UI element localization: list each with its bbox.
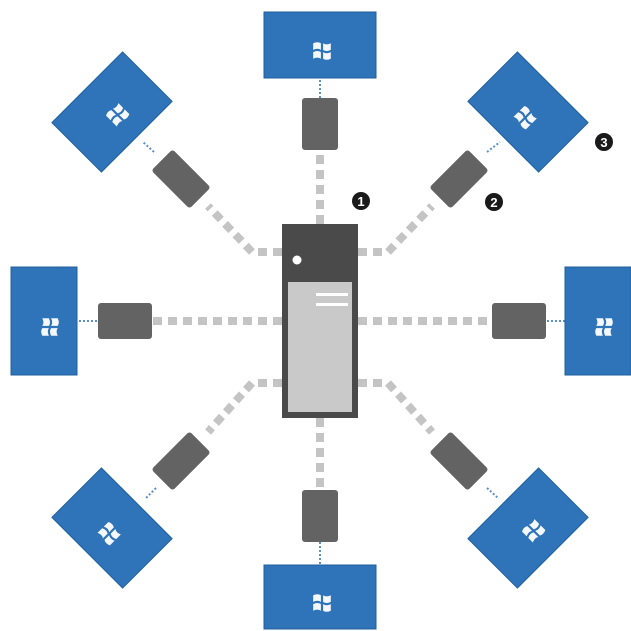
usb-link-6 <box>145 487 157 499</box>
windows-logo-icon <box>97 521 121 546</box>
adapter-1 <box>302 98 338 150</box>
terminal-bottom-right <box>467 467 589 589</box>
windows-logo-icon <box>521 519 546 543</box>
adapter-6 <box>152 432 210 490</box>
callout-1: 1 <box>352 192 370 210</box>
adapter-8 <box>152 150 210 208</box>
terminal-bottom <box>263 564 377 630</box>
adapters <box>98 98 546 542</box>
cable-2 <box>358 203 435 256</box>
terminal-bottom-left <box>51 467 173 589</box>
adapter-2 <box>430 150 488 208</box>
terminals <box>10 11 631 630</box>
cable-4 <box>358 379 435 435</box>
cable-6 <box>205 379 282 435</box>
adapter-7 <box>98 303 152 339</box>
callout-3: 3 <box>595 133 613 151</box>
cable-8 <box>205 203 282 256</box>
terminal-top-left <box>51 51 173 173</box>
windows-logo-icon <box>41 318 59 336</box>
terminal-top-right <box>467 51 589 173</box>
usb-link-8 <box>142 141 155 153</box>
terminal-screen <box>564 266 631 376</box>
windows-logo-icon <box>313 42 331 60</box>
adapter-3 <box>492 303 546 339</box>
callout-1-label: 1 <box>357 194 364 209</box>
terminal-top <box>263 11 377 79</box>
adapter-5 <box>302 490 338 542</box>
terminal-left <box>10 266 78 376</box>
windows-logo-icon <box>513 105 537 130</box>
adapter-4 <box>430 432 488 490</box>
windows-logo-icon <box>595 318 613 336</box>
callout-2: 2 <box>485 193 503 211</box>
callout-3-label: 3 <box>600 135 607 150</box>
server-icon <box>282 224 358 418</box>
terminal-right <box>564 266 631 376</box>
cables <box>152 150 492 490</box>
windows-logo-icon <box>313 594 331 612</box>
usb-link-4 <box>486 487 499 499</box>
callout-2-label: 2 <box>490 195 497 210</box>
usb-link-2 <box>486 141 501 153</box>
windows-logo-icon <box>105 103 130 127</box>
